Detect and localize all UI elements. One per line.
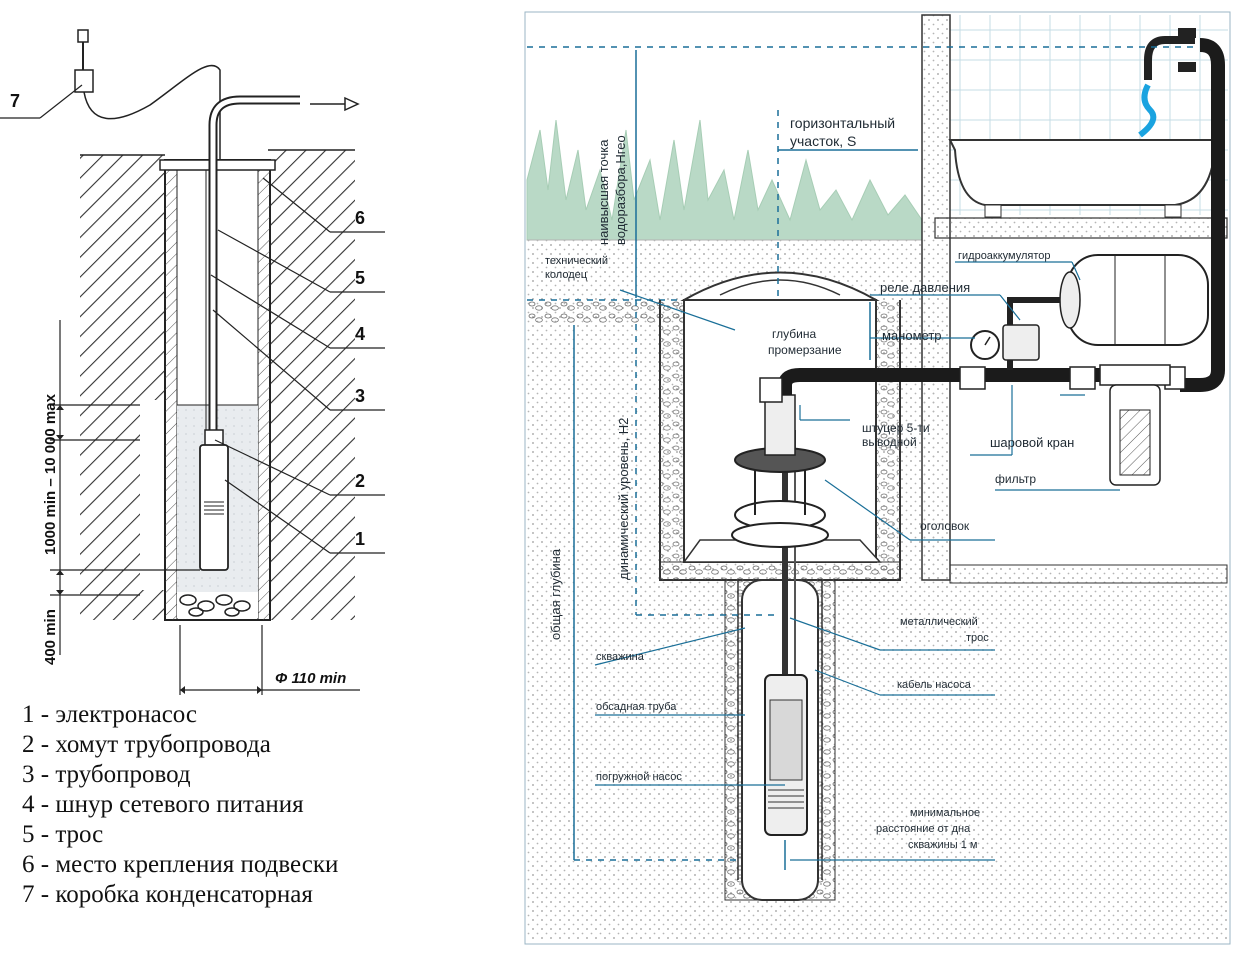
label-highest-point-2: водоразбора,Hгео: [613, 135, 628, 245]
label-fitting-2: выводной: [862, 435, 917, 449]
submersible-pump: [764, 430, 808, 836]
left-well-diagram: 7 6 5 4 3 2 1 1000 min – 10 000 max 400 …: [0, 29, 385, 695]
label-horizontal-2: участок, S: [790, 133, 856, 149]
label-tech-well-2: колодец: [545, 269, 588, 281]
pressure-relay: [1002, 324, 1040, 361]
house-wall: [921, 14, 951, 581]
accumulator: [1059, 254, 1209, 346]
right-system-diagram: наивысшая точка водоразбора,Hгео горизон…: [524, 11, 1231, 945]
legend-item-6: 6 - место крепления подвески: [22, 851, 339, 878]
main-pipe: [778, 368, 1180, 395]
label-relay: реле давления: [880, 280, 970, 295]
ground-left-upper: [80, 155, 165, 620]
legend-item-7: 7 - коробка конденсаторная: [22, 881, 313, 908]
dim-water-column: 1000 min – 10 000 max: [42, 393, 59, 555]
label-highest-point: наивысшая точка: [596, 139, 611, 245]
label-dynamic: динамический уровень, H2: [616, 418, 631, 580]
label-accumulator: гидроаккумулятор: [958, 250, 1051, 262]
label-metal-rope: металлический: [900, 616, 978, 628]
faucet: [1144, 36, 1195, 80]
electropump: [199, 429, 229, 571]
legend-item-3: 3 - трубопровод: [22, 761, 191, 788]
legend-item-1: 1 - электронасос: [22, 701, 198, 728]
label-casing: обсадная труба: [596, 701, 677, 713]
label-manometer: манометр: [882, 328, 942, 343]
label-well: скважина: [596, 651, 645, 663]
callout-6: 6: [355, 208, 365, 228]
label-min-dist-3: скважины 1 м: [908, 839, 977, 851]
label-total-depth: общая глубина: [548, 548, 563, 640]
legend-item-2: 2 - хомут трубопровода: [22, 731, 271, 758]
callout-4: 4: [355, 324, 365, 344]
bath-shelf: [934, 217, 1228, 239]
label-min-dist: минимальное: [910, 807, 980, 819]
label-sub-pump: погружной насос: [596, 771, 682, 783]
label-horizontal: горизонтальный: [790, 115, 895, 131]
dim-diameter: Φ 110 min: [275, 670, 346, 687]
legend-item-4: 4 - шнур сетевого питания: [22, 791, 304, 818]
grass: [526, 119, 923, 241]
filter: [1099, 364, 1171, 486]
label-tech-well: технический: [545, 255, 608, 267]
callout-3: 3: [355, 386, 365, 406]
label-freeze: глубина: [772, 327, 816, 341]
label-fitting: штуцер 5-ти: [862, 421, 930, 435]
callout-1: 1: [355, 529, 365, 549]
label-pump-cable: кабель насоса: [897, 679, 972, 691]
water-stream: [1138, 83, 1157, 138]
ground-right: [268, 150, 355, 620]
bathtub: [948, 139, 1216, 206]
label-ball-valve: шаровой кран: [990, 435, 1074, 450]
well-head: [731, 394, 829, 548]
label-freeze-2: промерзание: [768, 343, 842, 357]
callout-7: 7: [10, 91, 20, 111]
label-min-dist-2: расстояние от дна: [876, 823, 971, 835]
legend: 1 - электронасос 2 - хомут трубопровода …: [22, 700, 338, 910]
label-filter: фильтр: [995, 472, 1036, 486]
label-head: оголовок: [920, 519, 970, 533]
house-pipe: [1180, 38, 1225, 392]
legend-item-5: 5 - трос: [22, 821, 104, 848]
label-metal-rope-2: трос: [966, 632, 989, 644]
callout-5: 5: [355, 268, 365, 288]
callout-2: 2: [355, 471, 365, 491]
dim-bottom: 400 min: [42, 609, 59, 665]
